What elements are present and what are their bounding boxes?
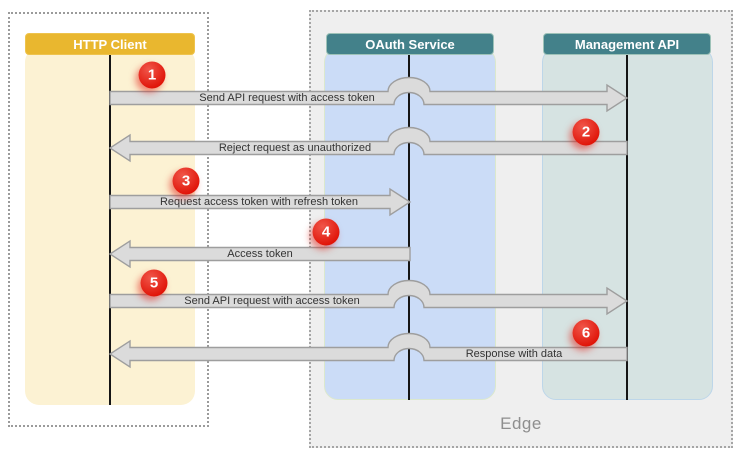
message-6-label: Response with data bbox=[465, 348, 563, 360]
message-2-arrow bbox=[108, 126, 628, 163]
message-1-arrow bbox=[109, 76, 629, 113]
oauth-service-lifeline bbox=[408, 55, 410, 400]
step-4-badge: 4 bbox=[312, 218, 340, 246]
management-api-header: Management API bbox=[543, 33, 711, 55]
message-3-label: Request access token with refresh token bbox=[159, 196, 359, 208]
step-1-badge: 1 bbox=[138, 61, 166, 89]
message-5-arrow bbox=[109, 279, 629, 316]
message-2-label: Reject request as unauthorized bbox=[218, 142, 372, 154]
message-1-label: Send API request with access token bbox=[199, 92, 375, 104]
message-6-arrow bbox=[108, 332, 628, 369]
step-5-badge: 5 bbox=[140, 269, 168, 297]
http-client-header: HTTP Client bbox=[25, 33, 195, 55]
step-3-badge: 3 bbox=[172, 167, 200, 195]
step-2-badge: 2 bbox=[572, 118, 600, 146]
oauth-service-header: OAuth Service bbox=[326, 33, 494, 55]
message-4-label: Access token bbox=[227, 248, 293, 260]
step-6-badge: 6 bbox=[572, 319, 600, 347]
management-api-lifeline bbox=[626, 55, 628, 400]
edge-label: Edge bbox=[500, 414, 542, 433]
http-client-lifeline bbox=[109, 55, 111, 405]
message-5-label: Send API request with access token bbox=[184, 295, 360, 307]
message-4-arrow bbox=[108, 239, 411, 269]
message-3-arrow bbox=[109, 187, 412, 217]
